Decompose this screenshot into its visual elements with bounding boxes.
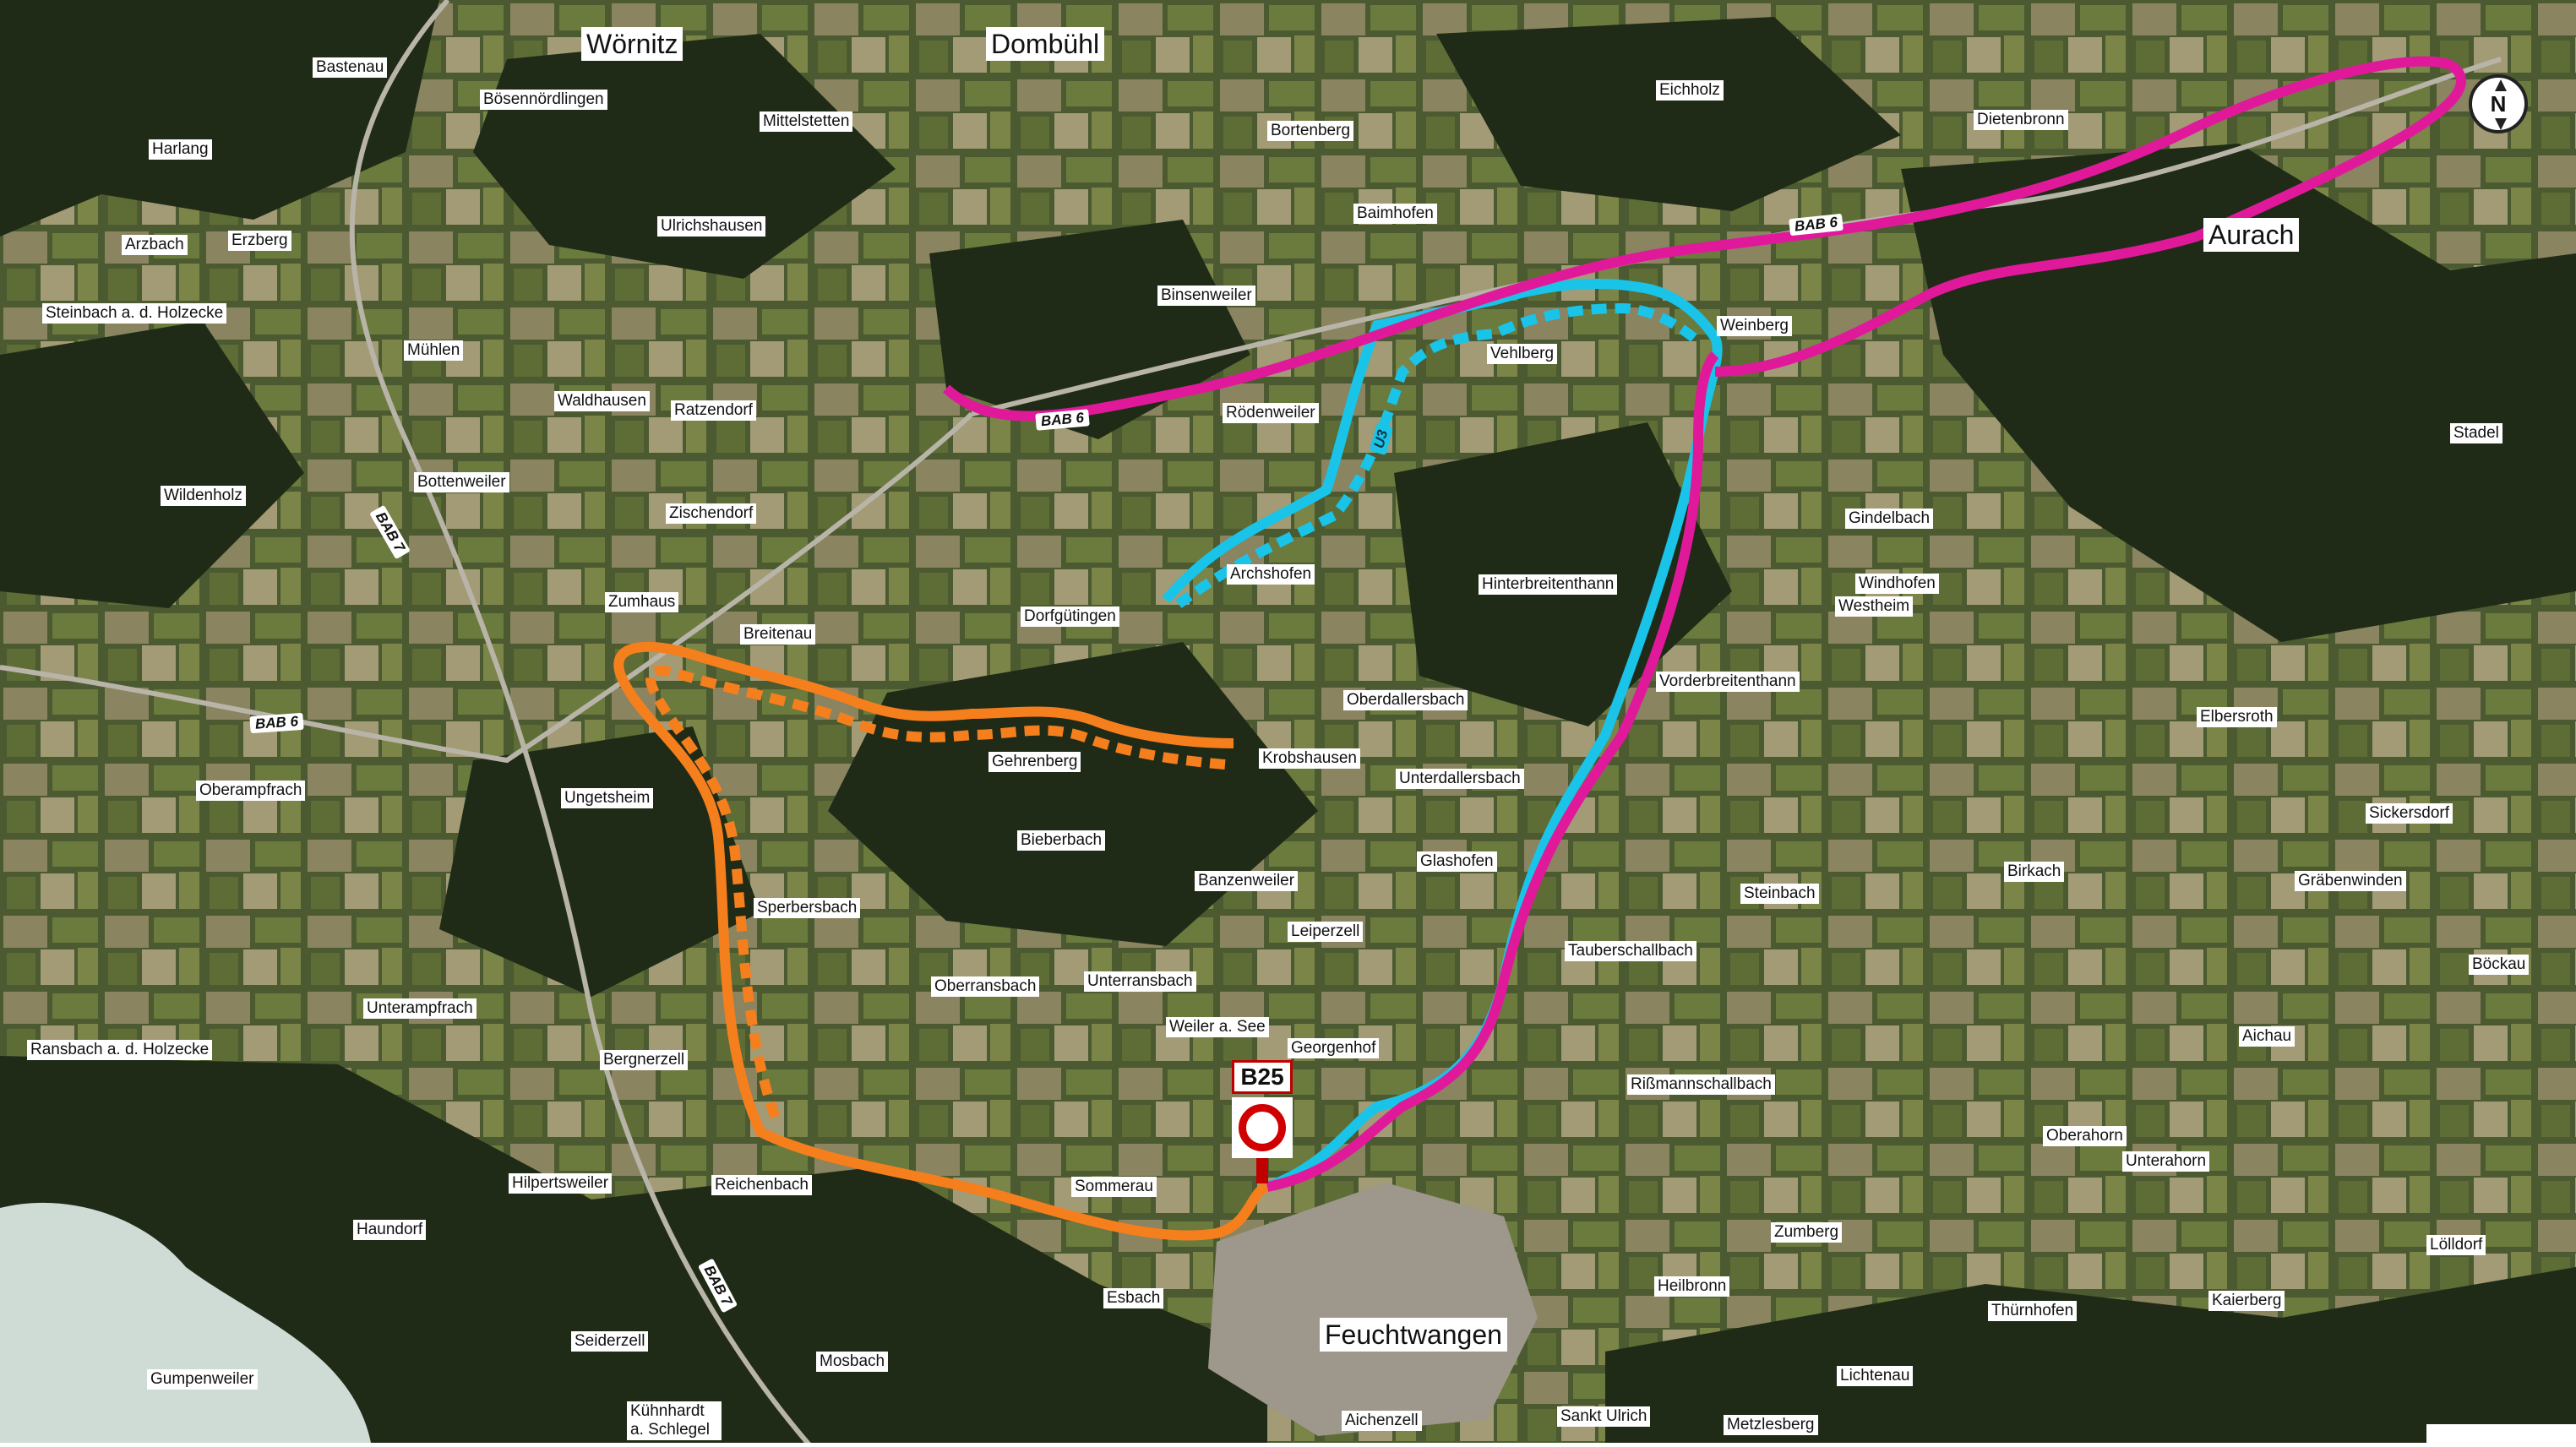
place-label: Glashofen: [1417, 851, 1497, 872]
bottom-border: [0, 1443, 2576, 1447]
place-label: Krobshausen: [1259, 748, 1360, 769]
place-label: Kaierberg: [2208, 1291, 2285, 1311]
place-label: Thürnhofen: [1988, 1301, 2078, 1321]
place-label: Sankt Ulrich: [1557, 1406, 1651, 1427]
place-label: Breitenau: [740, 624, 816, 645]
place-label: Steinbach a. d. Holzecke: [42, 303, 227, 324]
place-label: Weinberg: [1717, 316, 1792, 336]
place-label: Zumhaus: [605, 592, 679, 612]
place-label: Leiperzell: [1288, 922, 1364, 942]
place-label: Birkach: [2004, 862, 2065, 882]
place-label: Metzlesberg: [1724, 1415, 1818, 1435]
lake: [0, 1202, 372, 1447]
place-label-woernitz: Wörnitz: [581, 27, 683, 61]
place-label: Binsenweiler: [1157, 286, 1255, 306]
place-label-aurach: Aurach: [2203, 218, 2300, 252]
place-label: Eichholz: [1656, 80, 1724, 101]
place-label: Unterampfrach: [363, 998, 477, 1019]
place-label: Aichenzell: [1342, 1411, 1422, 1431]
place-label: Banzenweiler: [1195, 871, 1299, 891]
place-label: Ransbach a. d. Holzecke: [27, 1040, 213, 1060]
place-label: Bergnerzell: [600, 1050, 689, 1070]
route-orange: [613, 641, 1270, 1241]
closed-road-icon: [1239, 1104, 1286, 1151]
place-label: Rißmannschallbach: [1627, 1074, 1775, 1095]
place-label: Heilbronn: [1654, 1276, 1730, 1297]
place-label: Gräbenwinden: [2295, 871, 2406, 891]
place-label: Gumpenweiler: [147, 1369, 258, 1390]
place-label: Archshofen: [1227, 564, 1315, 585]
place-label: Georgenhof: [1288, 1038, 1380, 1058]
place-label: Dorfgütingen: [1021, 607, 1119, 627]
place-label: Bortenberg: [1267, 121, 1354, 141]
place-label: Weiler a. See: [1166, 1017, 1269, 1037]
place-label: Böckau: [2469, 955, 2530, 975]
place-label: Sickersdorf: [2366, 803, 2453, 824]
place-label-feuchtwangen: Feuchtwangen: [1320, 1318, 1507, 1352]
place-label: Rödenweiler: [1223, 403, 1319, 423]
place-label: Gehrenberg: [988, 752, 1081, 772]
place-label: Westheim: [1835, 596, 1914, 617]
place-label: Harlang: [149, 139, 212, 160]
place-label: Seiderzell: [571, 1331, 649, 1352]
feuchtwangen-town: [1208, 1183, 1538, 1436]
place-label: Kühnhardt a. Schlegel: [627, 1401, 722, 1440]
place-label: Oberdallersbach: [1343, 690, 1468, 710]
north-arrow-icon: N: [2469, 74, 2528, 133]
place-label: Erzberg: [228, 231, 291, 251]
place-label: Hinterbreitenthann: [1479, 574, 1618, 595]
place-label: Wildenholz: [161, 486, 246, 506]
sign-post: [1256, 1158, 1268, 1183]
place-label: Hilpertsweiler: [509, 1173, 613, 1194]
place-label: Vehlberg: [1487, 344, 1558, 364]
route-magenta: [942, 56, 2466, 1192]
place-label: Windhofen: [1855, 574, 1939, 594]
place-label: Gindelbach: [1845, 509, 1934, 529]
north-label: N: [2490, 91, 2507, 117]
place-label: Elbersroth: [2197, 707, 2277, 727]
place-label: Unterahorn: [2122, 1151, 2210, 1172]
place-label: Zischendorf: [666, 503, 757, 524]
place-label: Oberahorn: [2043, 1126, 2127, 1146]
place-label: Steinbach: [1740, 884, 1819, 904]
place-label: Vorderbreitenthann: [1656, 672, 1800, 692]
place-label: Esbach: [1103, 1288, 1164, 1308]
place-label: Arzbach: [122, 235, 188, 255]
place-label: Haundorf: [353, 1220, 427, 1240]
place-label: Oberransbach: [931, 976, 1040, 997]
place-label: Zumberg: [1771, 1222, 1843, 1243]
place-label-dombuehl: Dombühl: [986, 27, 1105, 61]
place-label: Tauberschallbach: [1565, 941, 1696, 961]
place-label: Ratzendorf: [671, 400, 756, 421]
place-label: Reichenbach: [711, 1175, 812, 1195]
place-label: Bösennördlingen: [480, 90, 607, 110]
place-label: Ulrichshausen: [657, 216, 766, 237]
place-label: Unterransbach: [1084, 971, 1196, 992]
place-label: Lichtenau: [1837, 1366, 1914, 1386]
place-label: Mühlen: [404, 340, 464, 361]
place-label: Bieberbach: [1017, 830, 1106, 851]
place-label: Mittelstetten: [760, 112, 853, 132]
place-label: Aichau: [2239, 1026, 2296, 1047]
place-label: Bottenweiler: [414, 472, 509, 492]
place-label: Lölldorf: [2426, 1235, 2486, 1255]
place-label: Unterdallersbach: [1396, 769, 1524, 789]
place-label: Ungetsheim: [561, 788, 654, 808]
place-label: Bastenau: [313, 57, 388, 78]
b25-label: B25: [1232, 1060, 1293, 1094]
place-label: Waldhausen: [554, 391, 650, 411]
place-label: Mosbach: [816, 1352, 889, 1372]
place-label: Baimhofen: [1353, 204, 1437, 224]
place-label: Oberampfrach: [196, 781, 306, 801]
place-label: Sommerau: [1071, 1177, 1157, 1197]
place-label: Stadel: [2450, 423, 2502, 443]
b25-road-sign: B25: [1232, 1060, 1294, 1185]
place-label: Dietenbronn: [1974, 110, 2068, 130]
place-label: Sperbersbach: [754, 898, 861, 918]
